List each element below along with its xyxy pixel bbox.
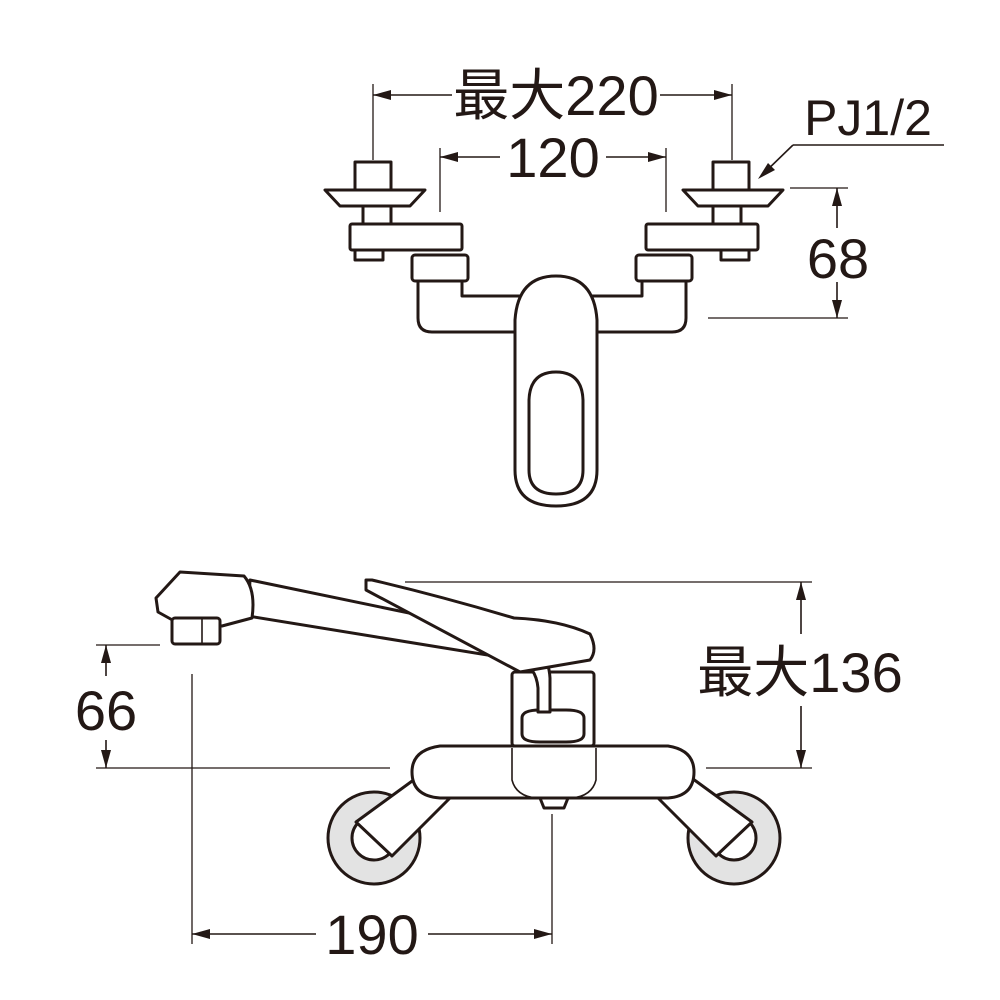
right-supply-fitting bbox=[644, 160, 785, 262]
dimension-68: 68 bbox=[708, 187, 869, 319]
dimension-label-spout-height: 66 bbox=[75, 679, 137, 742]
dimension-max-220: 最大220 bbox=[372, 64, 733, 160]
dimension-label-height: 68 bbox=[807, 227, 869, 290]
left-union-nut bbox=[410, 253, 470, 283]
dimension-66: 66 bbox=[75, 644, 390, 769]
dimension-label-inner-width: 120 bbox=[506, 126, 599, 189]
dimension-190: 190 bbox=[191, 674, 553, 966]
right-union-nut bbox=[634, 253, 694, 283]
dimension-120: 120 bbox=[439, 126, 667, 212]
connection-label: PJ1/2 bbox=[804, 90, 932, 146]
faucet-body-side bbox=[410, 744, 696, 800]
top-view: 最大220 120 68 PJ1/2 bbox=[323, 64, 944, 508]
spout-outlet bbox=[170, 616, 222, 646]
dimension-label-max-width: 最大220 bbox=[453, 64, 658, 127]
spout-head bbox=[154, 570, 255, 628]
lever-handle-grip bbox=[527, 370, 585, 496]
dimension-label-spout-reach: 190 bbox=[325, 903, 418, 966]
dimension-label-max-height: 最大136 bbox=[697, 641, 902, 704]
lever-handle-side bbox=[364, 578, 596, 674]
left-supply-fitting bbox=[323, 160, 464, 262]
leader-pj-half: PJ1/2 bbox=[758, 90, 944, 179]
side-view: 最大136 66 190 bbox=[75, 570, 903, 966]
spout-collar bbox=[520, 708, 586, 744]
dimension-max-136: 最大136 bbox=[405, 581, 903, 769]
